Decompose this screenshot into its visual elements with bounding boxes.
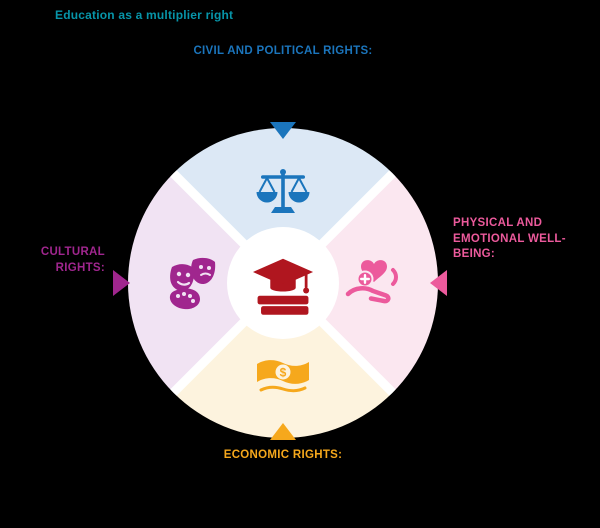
label-physical-emotional-wellbeing: PHYSICAL AND EMOTIONAL WELL-BEING: [453,217,566,261]
label-cultural-rights: CULTURAL RIGHTS: [40,246,105,274]
hands-holding-heart-icon [340,251,404,315]
arrow-bottom-icon [270,423,296,440]
label-economic-rights: ECONOMIC RIGHTS: [223,449,343,461]
arrow-right-icon [430,270,447,296]
svg-text:$: $ [280,365,287,379]
money-banknote-icon: $ [251,340,315,404]
page-title: Education as a multiplier right [55,8,234,22]
rights-wheel: $ [128,128,438,438]
arrow-top-icon [270,122,296,139]
theater-masks-palette-icon [162,251,226,315]
scales-of-justice-icon [251,162,315,226]
label-civil-political-rights: CIVIL AND POLITICAL RIGHTS: [193,45,373,57]
graduation-cap-books-icon [252,258,314,315]
arrow-left-icon [113,270,130,296]
center-education-circle [227,227,339,339]
